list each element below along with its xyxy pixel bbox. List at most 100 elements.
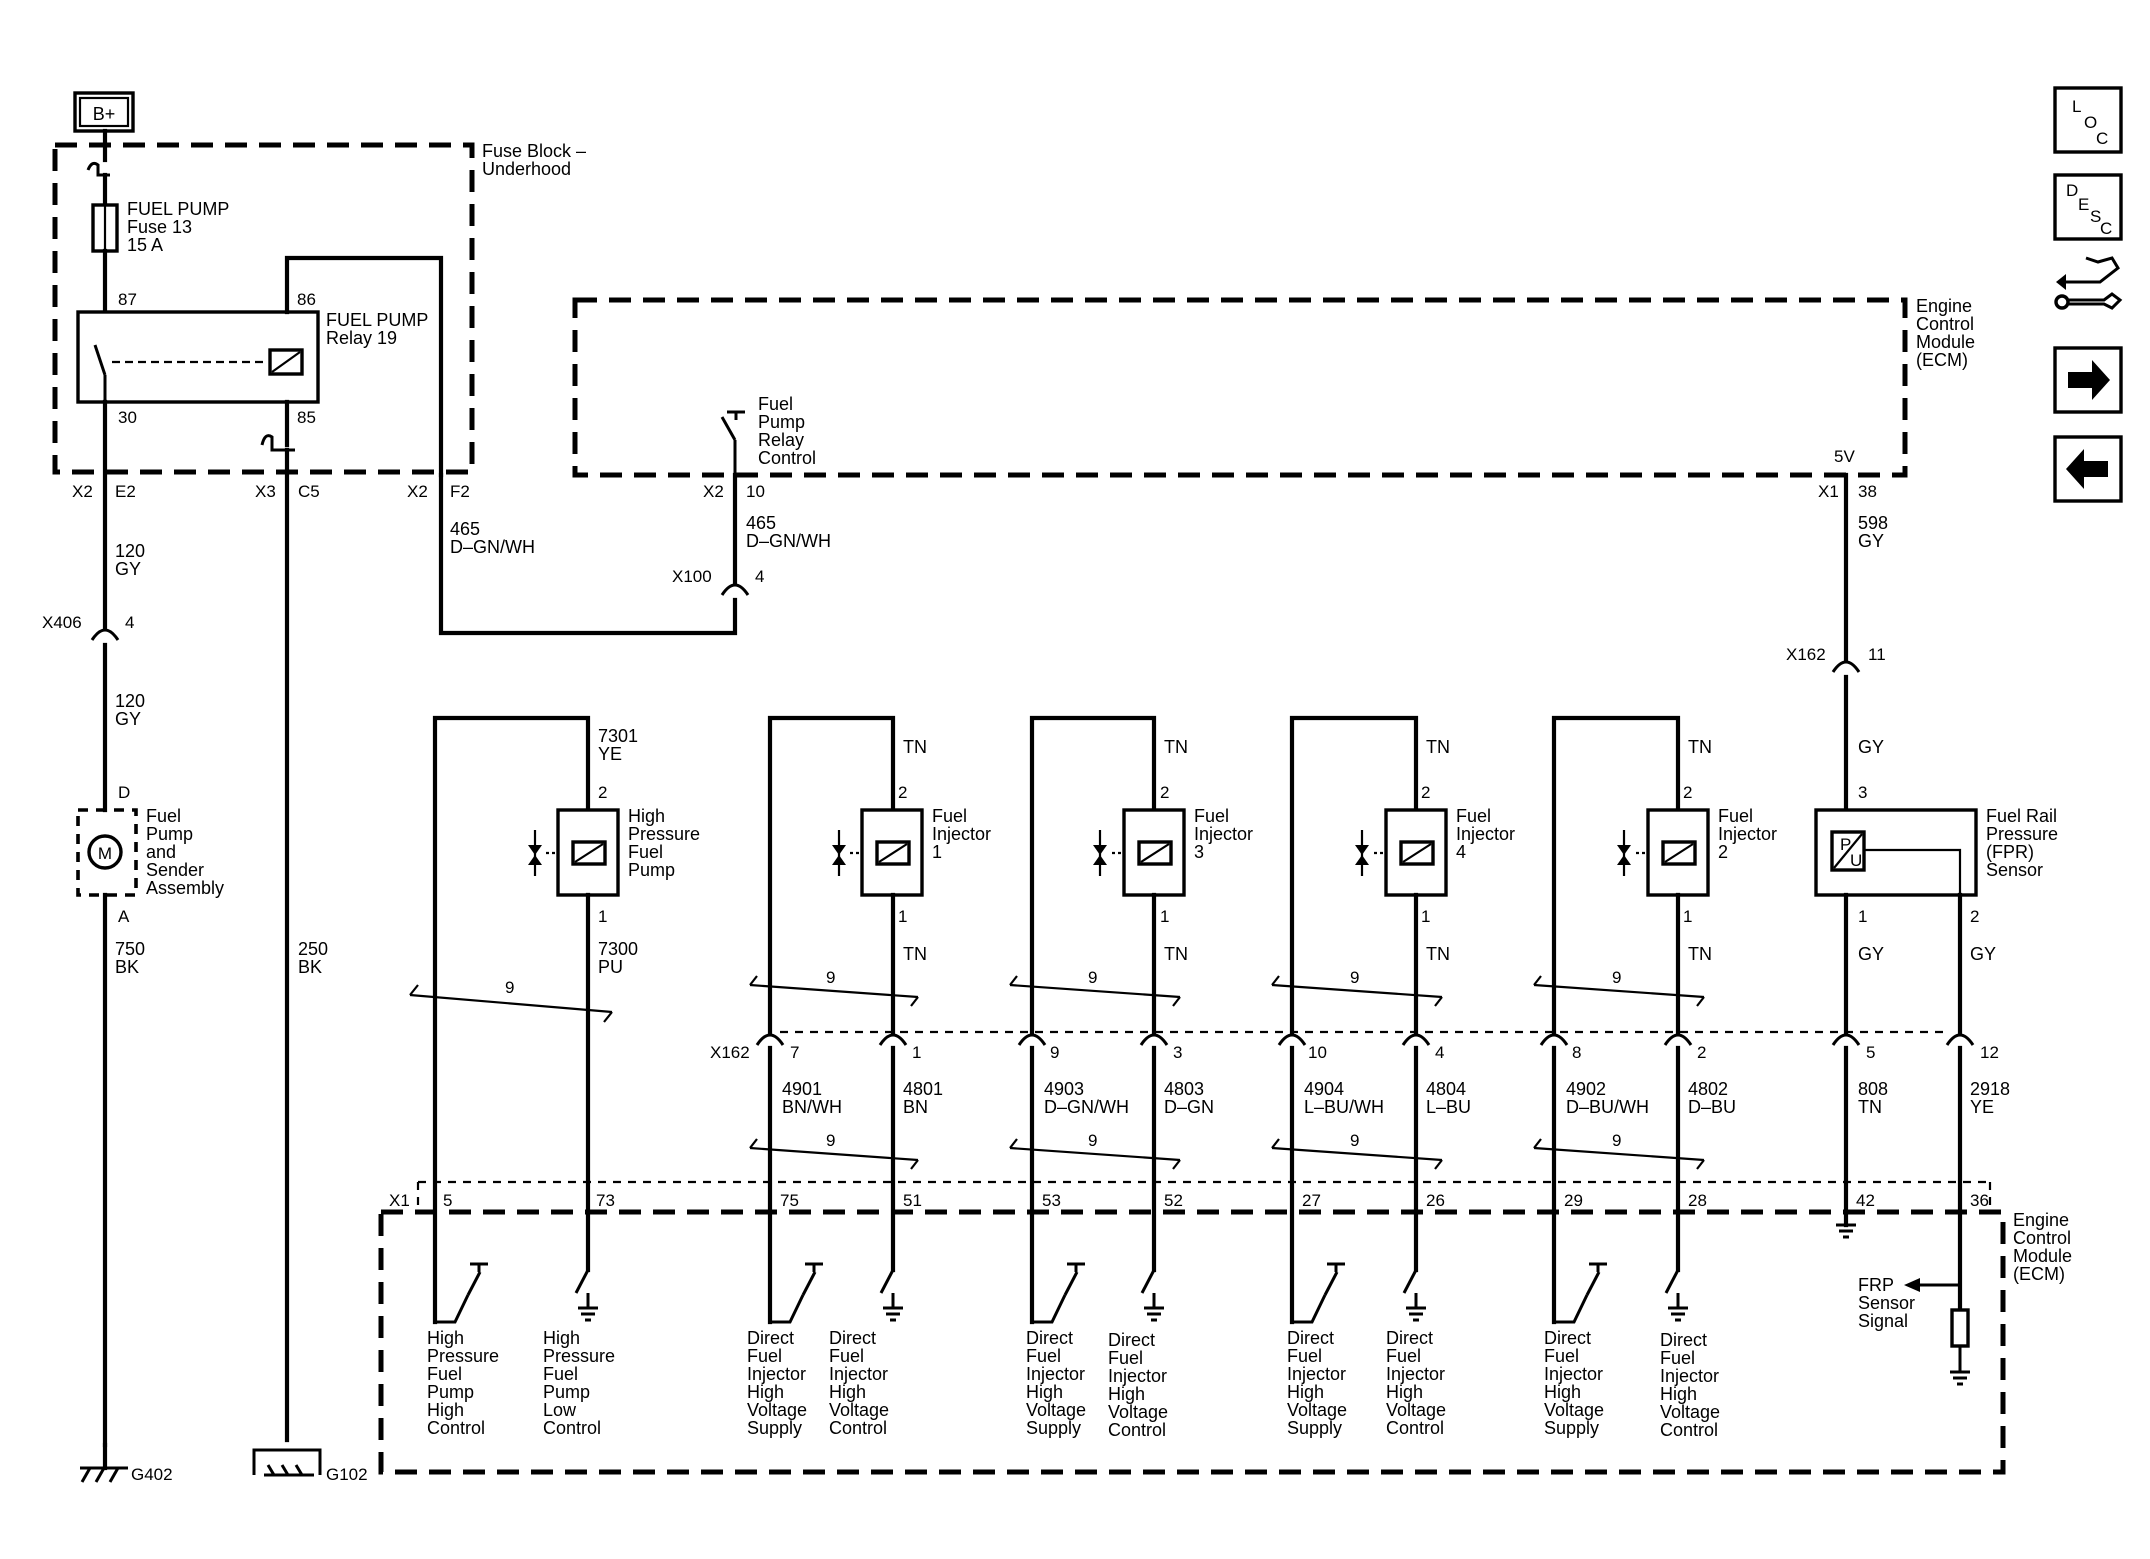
fuse-block-underhood: [52, 142, 475, 475]
svg-text:Pressure: Pressure: [1986, 824, 2058, 844]
fuel-pump-sender-assembly: M: [76, 808, 138, 897]
previous-arrow-button[interactable]: [2053, 435, 2123, 503]
svg-text:C: C: [2100, 219, 2112, 238]
svg-text:87: 87: [118, 290, 137, 309]
svg-text:42: 42: [1856, 1191, 1875, 1210]
svg-text:X2: X2: [407, 482, 428, 501]
svg-text:Fuel: Fuel: [1026, 1346, 1061, 1366]
svg-text:Voltage: Voltage: [829, 1400, 889, 1420]
service-hand-wrench-icon[interactable]: [2054, 256, 2123, 310]
injector-1-circuit: [767, 715, 924, 1035]
svg-text:4904: 4904: [1304, 1079, 1344, 1099]
svg-text:E2: E2: [115, 482, 136, 501]
svg-text:Direct: Direct: [829, 1328, 876, 1348]
svg-text:9: 9: [1350, 968, 1359, 987]
svg-text:Supply: Supply: [1544, 1418, 1599, 1438]
svg-text:FUEL PUMP: FUEL PUMP: [127, 199, 229, 219]
ecm-label-inj3-control: Direct Fuel Injector High Voltage Contro…: [1108, 1330, 1168, 1440]
svg-text:Direct: Direct: [1287, 1328, 1334, 1348]
svg-text:Fuse 13: Fuse 13: [127, 217, 192, 237]
svg-text:D–BU: D–BU: [1688, 1097, 1736, 1117]
location-button[interactable]: L O C: [2053, 86, 2123, 154]
svg-text:4: 4: [1435, 1043, 1444, 1062]
svg-text:FRP: FRP: [1858, 1275, 1894, 1295]
svg-text:D–GN/WH: D–GN/WH: [1044, 1097, 1129, 1117]
svg-text:73: 73: [596, 1191, 615, 1210]
svg-text:Supply: Supply: [1287, 1418, 1342, 1438]
svg-text:7301: 7301: [598, 726, 638, 746]
description-button[interactable]: D E S C: [2053, 173, 2123, 241]
twist-marks-lower: [749, 1138, 1705, 1170]
svg-text:Control: Control: [829, 1418, 887, 1438]
svg-text:4903: 4903: [1044, 1079, 1084, 1099]
svg-text:Module: Module: [2013, 1246, 2072, 1266]
svg-text:75: 75: [780, 1191, 799, 1210]
svg-text:Pump: Pump: [628, 860, 675, 880]
svg-text:Voltage: Voltage: [1287, 1400, 1347, 1420]
fuel-pump-relay: [76, 310, 320, 404]
svg-text:29: 29: [1564, 1191, 1583, 1210]
svg-text:Direct: Direct: [1108, 1330, 1155, 1350]
svg-text:Fuel: Fuel: [829, 1346, 864, 1366]
twist-marks-upper: [749, 975, 1705, 1007]
svg-text:Voltage: Voltage: [1386, 1400, 1446, 1420]
svg-text:High: High: [747, 1382, 784, 1402]
svg-text:5: 5: [443, 1191, 452, 1210]
svg-text:Voltage: Voltage: [1108, 1402, 1168, 1422]
svg-text:1: 1: [912, 1043, 921, 1062]
svg-text:X1: X1: [1818, 482, 1839, 501]
svg-text:36: 36: [1970, 1191, 1989, 1210]
svg-text:4804: 4804: [1426, 1079, 1466, 1099]
injector-2-circuit: [1551, 715, 1710, 1035]
svg-text:Voltage: Voltage: [747, 1400, 807, 1420]
svg-text:High: High: [628, 806, 665, 826]
svg-text:D–GN/WH: D–GN/WH: [746, 531, 831, 551]
svg-text:D: D: [2066, 181, 2078, 200]
svg-text:4902: 4902: [1566, 1079, 1606, 1099]
svg-text:9: 9: [826, 968, 835, 987]
svg-text:1: 1: [932, 842, 942, 862]
svg-text:Underhood: Underhood: [482, 159, 571, 179]
svg-text:Injector: Injector: [932, 824, 991, 844]
svg-text:Voltage: Voltage: [1660, 1402, 1720, 1422]
svg-text:Direct: Direct: [1386, 1328, 1433, 1348]
svg-text:(FPR): (FPR): [1986, 842, 2034, 862]
svg-text:Control: Control: [1660, 1420, 1718, 1440]
svg-text:Injector: Injector: [829, 1364, 888, 1384]
svg-text:9: 9: [1612, 968, 1621, 987]
svg-text:High: High: [829, 1382, 866, 1402]
svg-text:(ECM): (ECM): [1916, 350, 1968, 370]
svg-text:G102: G102: [326, 1465, 368, 1484]
svg-text:Fuel: Fuel: [427, 1364, 462, 1384]
svg-text:2: 2: [1718, 842, 1728, 862]
svg-text:GY: GY: [115, 709, 141, 729]
next-arrow-button[interactable]: [2053, 346, 2123, 414]
svg-text:Control: Control: [1108, 1420, 1166, 1440]
svg-text:GY: GY: [1858, 944, 1884, 964]
svg-text:D: D: [118, 783, 130, 802]
svg-text:Fuel: Fuel: [1108, 1348, 1143, 1368]
svg-text:5V: 5V: [1834, 447, 1855, 466]
svg-text:Pressure: Pressure: [628, 824, 700, 844]
svg-text:9: 9: [1612, 1131, 1621, 1150]
svg-text:2: 2: [1421, 783, 1430, 802]
svg-text:10: 10: [746, 482, 765, 501]
svg-text:Injector: Injector: [1108, 1366, 1167, 1386]
svg-text:L–BU/WH: L–BU/WH: [1304, 1097, 1384, 1117]
svg-text:High: High: [1026, 1382, 1063, 1402]
svg-text:Injector: Injector: [1386, 1364, 1445, 1384]
svg-text:Fuel: Fuel: [1660, 1348, 1695, 1368]
ecm-label-hp-low: High Pressure Fuel Pump Low Control: [543, 1328, 615, 1438]
svg-text:Supply: Supply: [747, 1418, 802, 1438]
svg-text:BN/WH: BN/WH: [782, 1097, 842, 1117]
svg-text:S: S: [2090, 207, 2101, 226]
svg-text:Control: Control: [1916, 314, 1974, 334]
svg-text:Pressure: Pressure: [543, 1346, 615, 1366]
svg-text:F2: F2: [450, 482, 470, 501]
svg-text:Voltage: Voltage: [1544, 1400, 1604, 1420]
svg-text:Pump: Pump: [758, 412, 805, 432]
svg-text:8: 8: [1572, 1043, 1581, 1062]
svg-text:Fuel: Fuel: [932, 806, 967, 826]
svg-text:Control: Control: [1386, 1418, 1444, 1438]
svg-text:120: 120: [115, 691, 145, 711]
